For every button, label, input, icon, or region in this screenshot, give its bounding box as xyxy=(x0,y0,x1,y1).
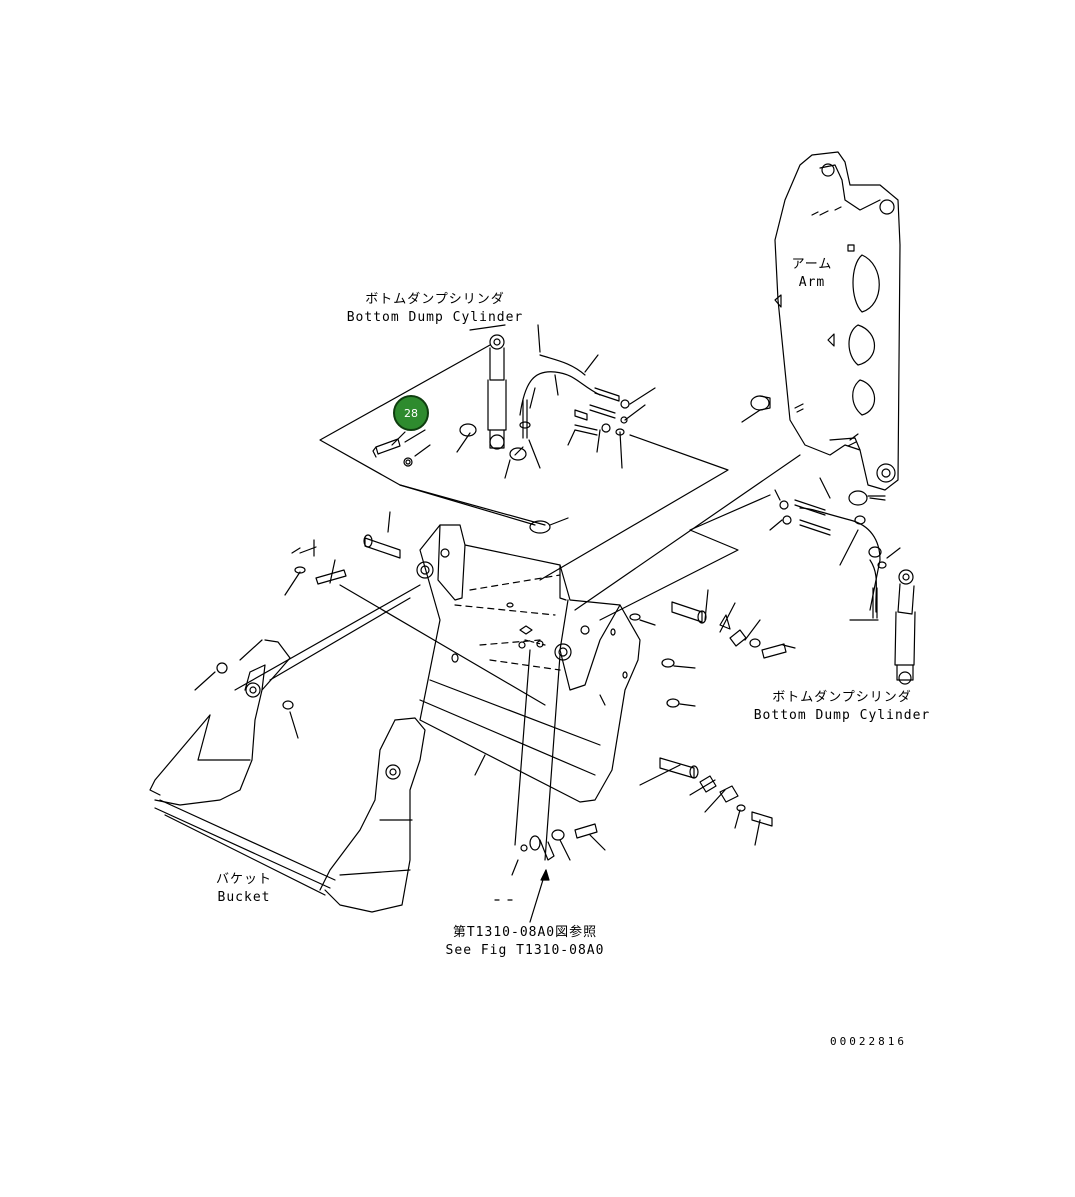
part-callout-28[interactable]: 28 xyxy=(393,395,429,431)
reference-label-jp: 第T1310-08A0図参照 xyxy=(452,925,598,940)
reference-label-en: See Fig T1310-08A0 xyxy=(445,943,605,958)
right-bottom-dump-cylinder xyxy=(574,454,916,685)
arm-part xyxy=(741,151,901,506)
right-pins-group xyxy=(599,589,796,846)
bucket-link-frame xyxy=(416,524,641,861)
right-cylinder-label-en: Bottom Dump Cylinder xyxy=(753,708,931,723)
drawing-code: 00022816 xyxy=(830,1035,907,1048)
top-cylinder-label-en: Bottom Dump Cylinder xyxy=(346,310,524,325)
bucket-label-jp: バケット xyxy=(215,872,272,887)
bucket-label-en: Bucket xyxy=(217,890,271,905)
arm-label-jp: アーム xyxy=(791,257,833,272)
top-cylinder-label-jp: ボトムダンプシリンダ xyxy=(365,292,505,307)
top-bottom-dump-cylinder xyxy=(319,324,729,581)
arm-label-en: Arm xyxy=(798,275,826,290)
right-cylinder-label-jp: ボトムダンプシリンダ xyxy=(772,690,912,705)
callout-leader xyxy=(391,431,406,446)
bucket-part xyxy=(149,511,546,913)
lower-center-parts xyxy=(494,823,606,923)
